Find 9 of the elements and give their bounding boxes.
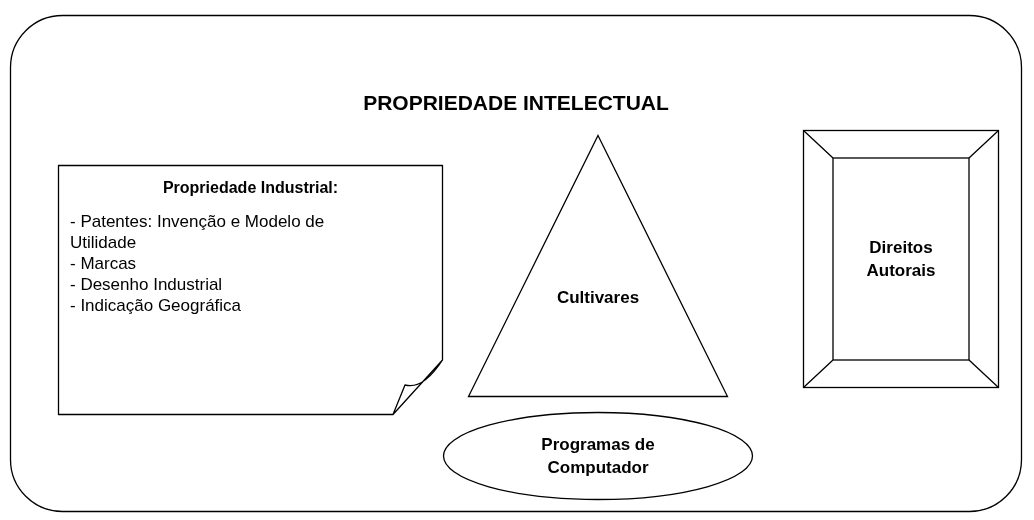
frame-heading: PROPRIEDADE INTELECTUAL [362, 90, 670, 116]
note-heading: Propriedade Industrial: [161, 178, 340, 198]
shape-label: Direitos Autorais [865, 237, 937, 282]
list-item: - Desenho Industrial [70, 274, 224, 295]
shape-label: Programas de Computador [540, 434, 656, 479]
shape-label: Cultivares [555, 286, 641, 309]
list-item: - Patentes: Invenção e Modelo de Utilidade [70, 211, 326, 253]
list-item: - Indicação Geográfica [70, 295, 243, 316]
list-item: - Marcas [70, 253, 138, 274]
